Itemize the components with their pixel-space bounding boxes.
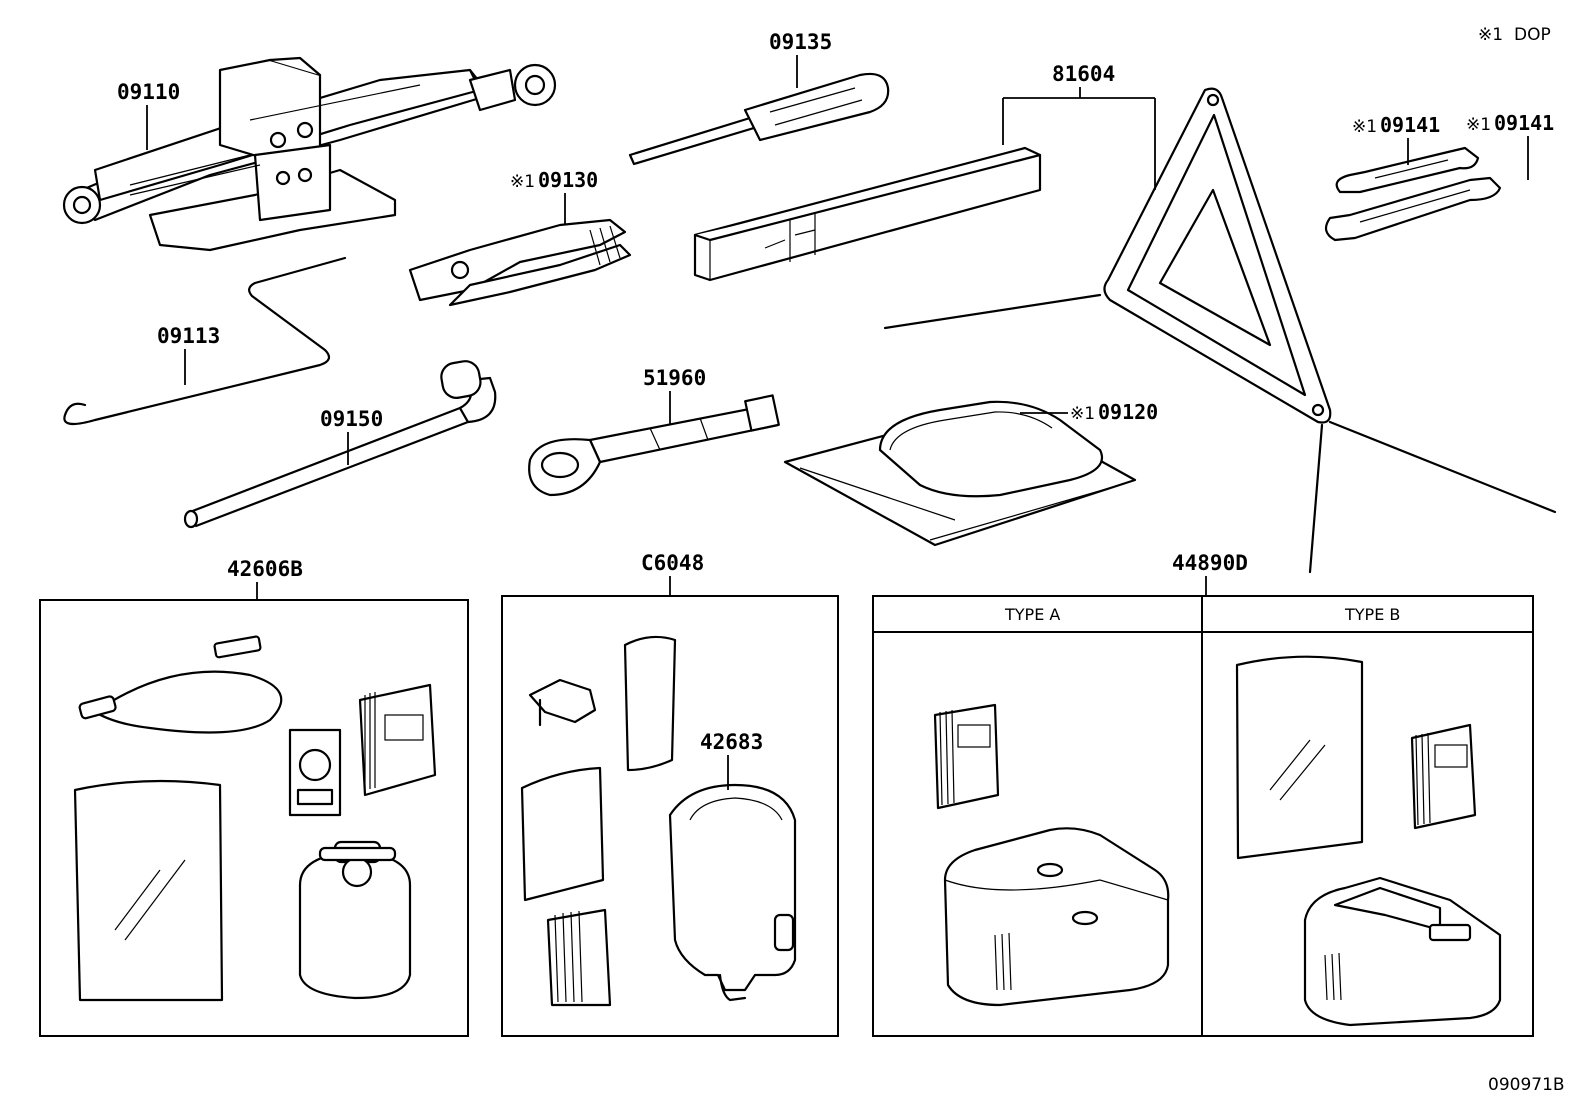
warning-triangle-drawing — [883, 87, 1557, 574]
dop-mark-09130: ※1 — [510, 172, 535, 192]
wrench-upper-drawing — [1335, 146, 1480, 194]
part-09141b-label: 09141 — [1494, 111, 1554, 135]
legend-text: DOP — [1514, 25, 1551, 45]
part-09150-label: 09150 — [320, 407, 383, 431]
wrench-lower-drawing — [1324, 176, 1502, 242]
part-09110-label: 09110 — [117, 80, 180, 104]
towing-eye-drawing — [528, 394, 780, 497]
dop-mark-09141a: ※1 — [1352, 117, 1377, 137]
kit-C6048-contents — [520, 635, 797, 1007]
type-a-contents — [933, 703, 1170, 1007]
part-09135-label: 09135 — [769, 30, 832, 54]
part-42683-label: 42683 — [700, 730, 763, 754]
dop-mark-09141b: ※1 — [1466, 115, 1491, 135]
screwdriver-drawing — [628, 72, 890, 166]
legend-mark: ※1 — [1478, 25, 1503, 45]
part-51960-label: 51960 — [643, 366, 706, 390]
part-09141a-label: 09141 — [1380, 113, 1440, 137]
part-09113-label: 09113 — [157, 324, 220, 348]
wheel-wrench-drawing — [183, 360, 497, 529]
leader-81604 — [1002, 87, 1156, 190]
part-44890D-label: 44890D — [1172, 551, 1248, 575]
tool-bag-drawing — [783, 400, 1137, 547]
type-b-label: TYPE B — [1344, 605, 1400, 624]
jack-handle-drawing — [63, 256, 347, 426]
type-a-label: TYPE A — [1004, 605, 1060, 624]
warning-triangle-case-drawing — [693, 146, 1042, 282]
kit-42606B-box — [39, 599, 469, 1037]
kit-C6048-box — [501, 595, 839, 1037]
part-81604-label: 81604 — [1052, 62, 1115, 86]
part-42606B-label: 42606B — [227, 557, 303, 581]
kit-42606B-contents — [73, 635, 437, 1002]
scissor-jack-drawing — [62, 56, 557, 252]
type-b-contents — [1235, 655, 1502, 1027]
diagram-id: 090971B — [1488, 1075, 1565, 1095]
part-09130-label: 09130 — [538, 168, 598, 192]
legend: ※1 DOP — [1478, 25, 1551, 45]
part-09120-label: 09120 — [1098, 400, 1158, 424]
part-C6048-label: C6048 — [641, 551, 704, 575]
pliers-drawing — [408, 218, 632, 307]
dop-mark-09120: ※1 — [1070, 404, 1095, 424]
